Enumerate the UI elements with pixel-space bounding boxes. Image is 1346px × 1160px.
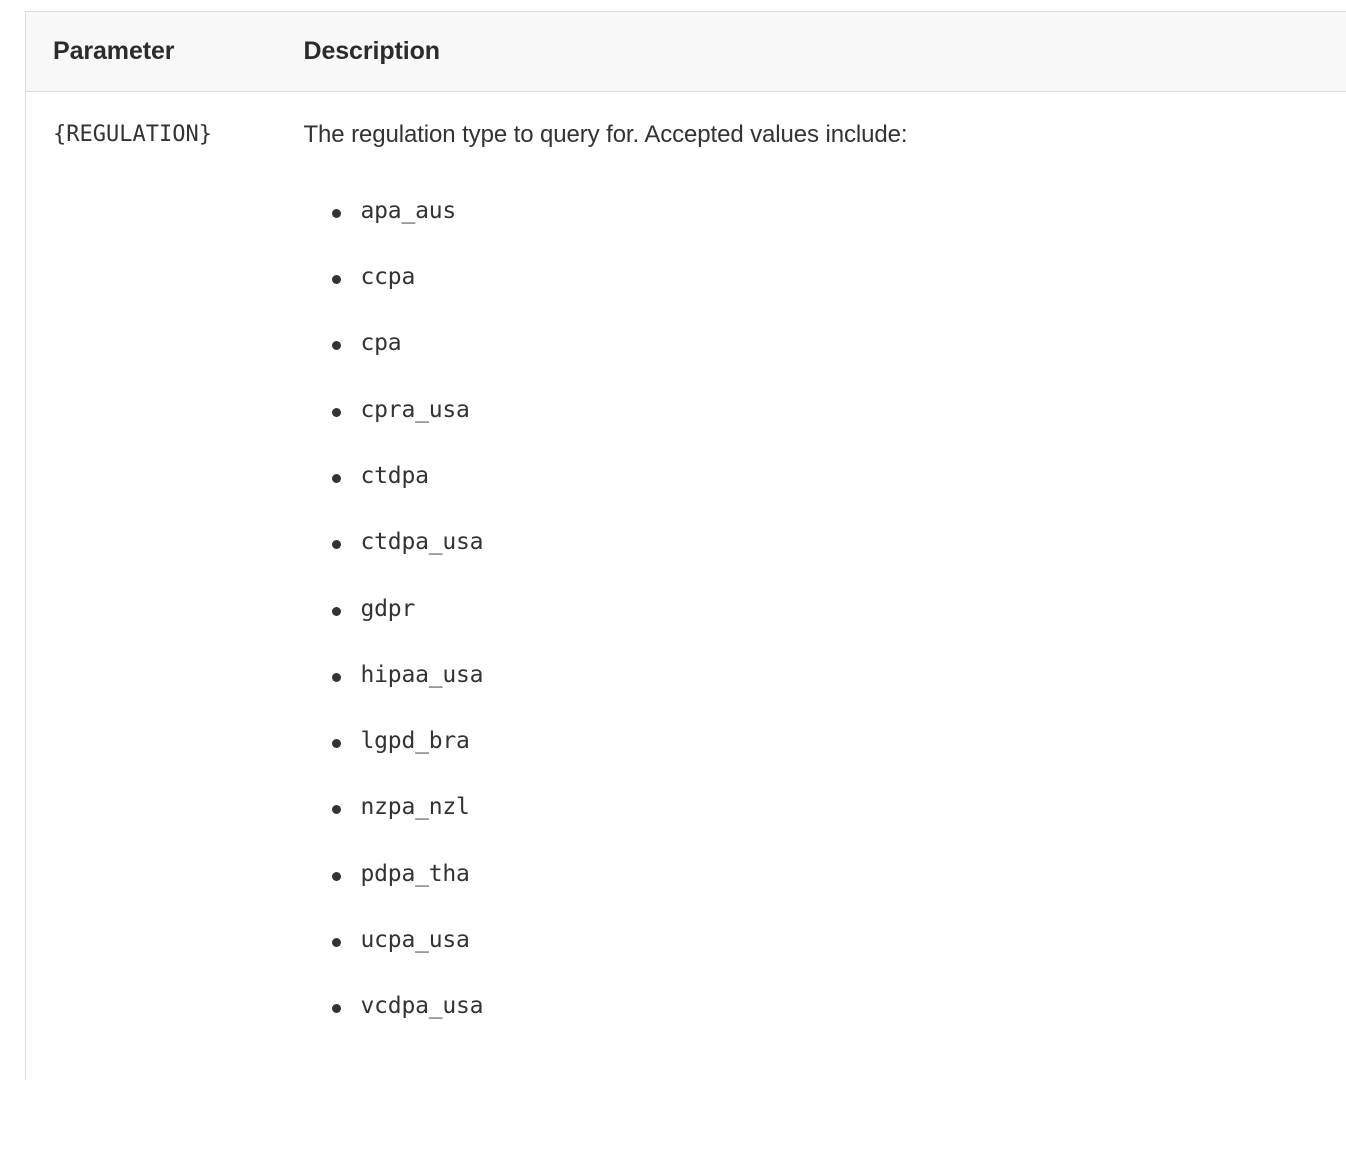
column-header-parameter: Parameter xyxy=(25,11,276,92)
accepted-values-list: apa_aus ccpa cpa cpra_usa ctdpa ctdpa_us… xyxy=(304,198,1346,1020)
cell-parameter: {REGULATION} xyxy=(25,91,276,1080)
list-item: pdpa_tha xyxy=(304,861,1346,887)
list-item: vcdpa_usa xyxy=(304,994,1346,1019)
list-item: gdpr xyxy=(304,596,1346,622)
column-header-description: Description xyxy=(275,11,1346,92)
list-item: hipaa_usa xyxy=(304,662,1346,688)
parameter-name: {REGULATION} xyxy=(53,122,212,147)
list-item: cpra_usa xyxy=(304,397,1346,423)
list-item: ucpa_usa xyxy=(304,927,1346,953)
list-item: lgpd_bra xyxy=(304,728,1346,754)
list-item: ctdpa xyxy=(304,463,1346,489)
parameters-table: Parameter Description {REGULATION} The r… xyxy=(25,11,1346,1080)
list-item: apa_aus xyxy=(304,198,1346,224)
table-header: Parameter Description xyxy=(25,11,1346,92)
table-body: {REGULATION} The regulation type to quer… xyxy=(25,91,1346,1080)
list-item: ctdpa_usa xyxy=(304,529,1346,555)
list-item: cpa xyxy=(304,331,1346,356)
table-header-row: Parameter Description xyxy=(25,11,1346,92)
list-item: ccpa xyxy=(304,264,1346,290)
description-lead-text: The regulation type to query for. Accept… xyxy=(303,121,908,148)
table-row: {REGULATION} The regulation type to quer… xyxy=(25,91,1346,1080)
cell-description: The regulation type to query for. Accept… xyxy=(275,91,1346,1080)
list-item: nzpa_nzl xyxy=(304,795,1346,820)
